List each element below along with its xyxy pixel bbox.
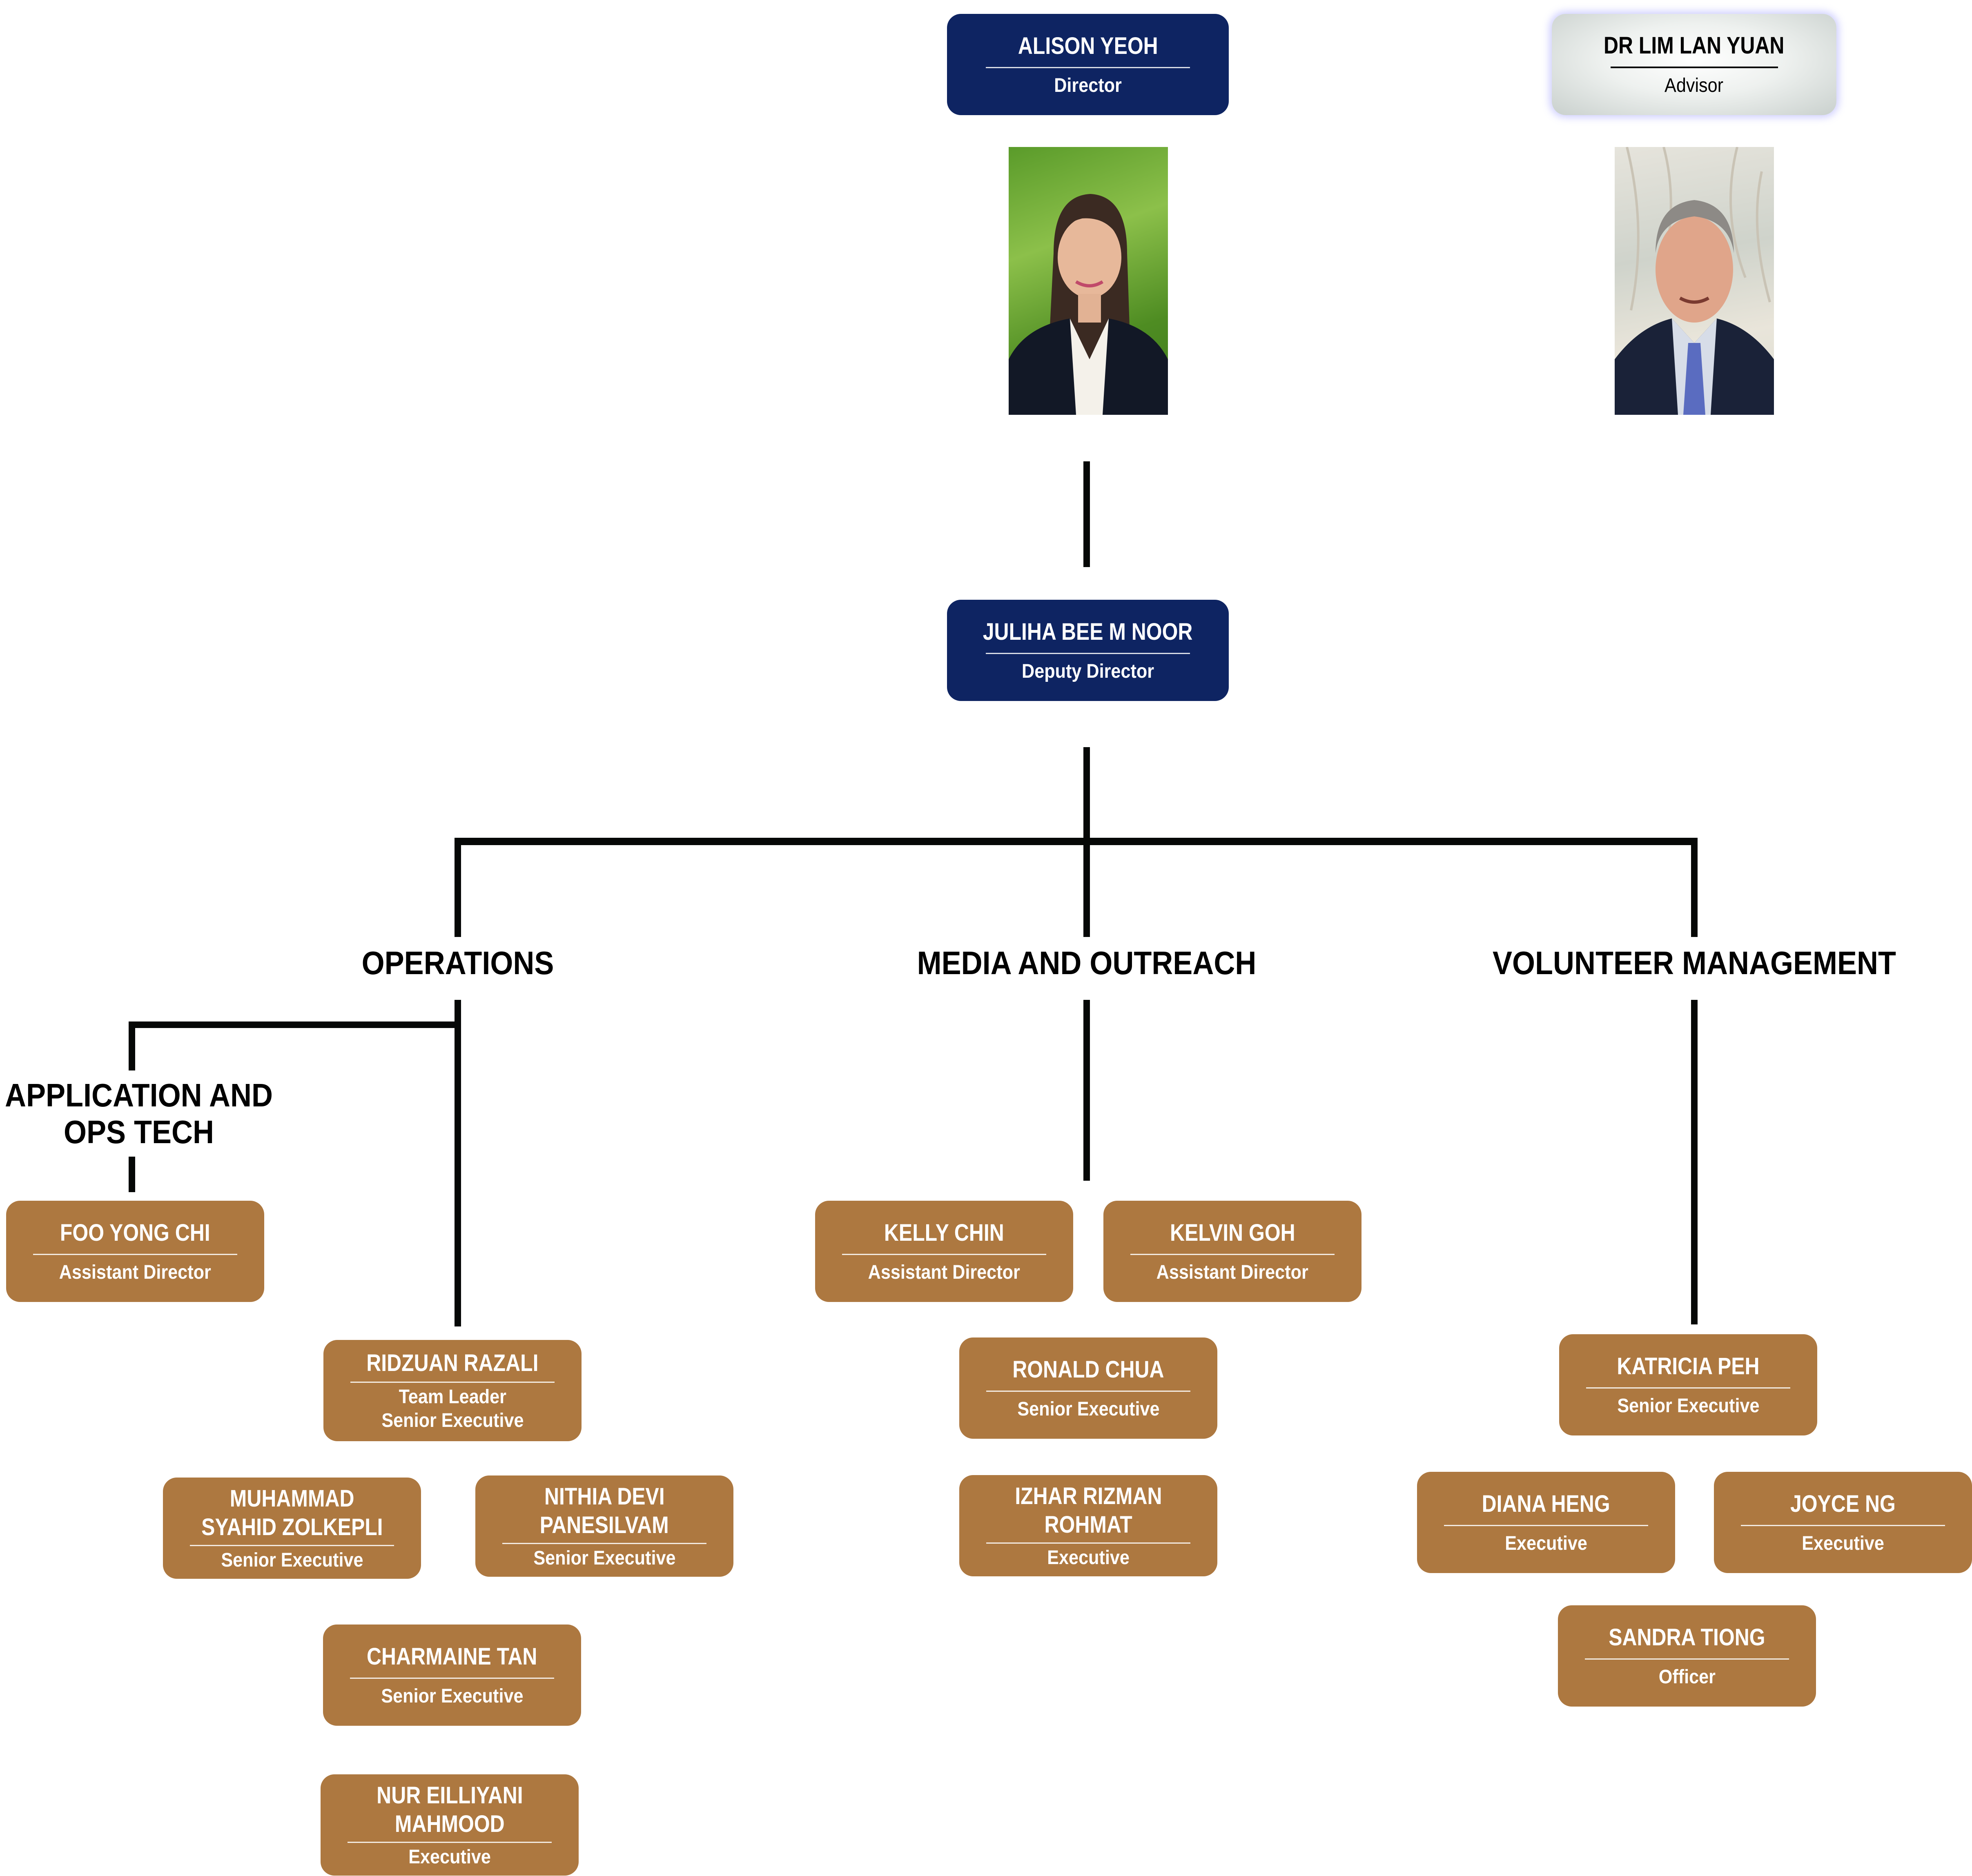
director-name: ALISON YEOH [1018, 32, 1158, 59]
person-card: JOYCE NG Executive [1714, 1472, 1972, 1573]
divider [986, 652, 1190, 654]
divider [350, 1677, 554, 1679]
person-name-line1: NUR EILLIYANI [376, 1782, 523, 1809]
person-name: FOO YONG CHI [60, 1219, 210, 1246]
person-card: KELVIN GOH Assistant Director [1103, 1201, 1361, 1302]
operations-heading: OPERATIONS [361, 945, 554, 981]
divider [33, 1253, 237, 1255]
connector-line [129, 1157, 135, 1192]
divider [986, 1542, 1190, 1544]
person-name-line2: PANESILVAM [540, 1511, 669, 1538]
advisor-portrait-icon [1615, 147, 1774, 415]
person-role-line2: Senior Executive [381, 1409, 524, 1431]
person-card: DIANA HENG Executive [1417, 1472, 1675, 1573]
divider [1130, 1253, 1335, 1255]
connector-line [455, 1000, 461, 1326]
person-card: KELLY CHIN Assistant Director [815, 1201, 1073, 1302]
divider [986, 67, 1190, 68]
connector-line [455, 838, 461, 937]
connector-line [129, 1021, 135, 1070]
person-role: Senior Executive [381, 1685, 524, 1707]
person-name-line1: NITHIA DEVI [544, 1483, 665, 1510]
person-role: Senior Executive [1617, 1395, 1760, 1417]
person-role: Executive [1802, 1532, 1884, 1554]
divider [842, 1253, 1046, 1255]
connector-line [1083, 1000, 1090, 1181]
director-photo [1009, 147, 1168, 415]
deputy-card: JULIHA BEE M NOOR Deputy Director [947, 600, 1229, 701]
person-card: FOO YONG CHI Assistant Director [6, 1201, 264, 1302]
divider [1585, 1658, 1789, 1660]
person-name: KELLY CHIN [884, 1219, 1004, 1246]
person-role: Senior Executive [221, 1549, 363, 1571]
divider [986, 1390, 1190, 1392]
deputy-name: JULIHA BEE M NOOR [983, 618, 1193, 645]
person-card: CHARMAINE TAN Senior Executive [323, 1625, 581, 1726]
volunteer-heading: VOLUNTEER MANAGEMENT [1492, 945, 1896, 981]
person-role-line1: Team Leader [399, 1386, 506, 1408]
director-card: ALISON YEOH Director [947, 14, 1229, 115]
person-role: Assistant Director [1156, 1261, 1309, 1283]
person-name: KATRICIA PEH [1617, 1353, 1760, 1380]
advisor-name: DR LIM LAN YUAN [1604, 32, 1785, 59]
app-ops-tech-heading-line1: APPLICATION AND [5, 1077, 273, 1113]
person-role: Executive [1047, 1547, 1130, 1569]
connector-line [455, 838, 1698, 845]
advisor-card: DR LIM LAN YUAN Advisor [1552, 14, 1836, 115]
connector-line [129, 1021, 461, 1028]
connector-line [1691, 1000, 1698, 1324]
person-name: KELVIN GOH [1170, 1219, 1295, 1246]
person-name: CHARMAINE TAN [367, 1643, 537, 1670]
person-card: MUHAMMAD SYAHID ZOLKEPLI Senior Executiv… [163, 1478, 421, 1579]
connector-line [1691, 838, 1698, 937]
person-card: RONALD CHUA Senior Executive [959, 1337, 1217, 1439]
person-card: KATRICIA PEH Senior Executive [1559, 1334, 1817, 1435]
person-role: Executive [1505, 1532, 1587, 1554]
advisor-photo [1615, 147, 1774, 415]
person-card: SANDRA TIONG Officer [1558, 1605, 1816, 1707]
person-role: Senior Executive [1017, 1398, 1160, 1420]
divider [348, 1841, 552, 1843]
divider [1444, 1524, 1648, 1526]
divider [1741, 1524, 1945, 1526]
person-name-line2: ROHMAT [1044, 1511, 1132, 1538]
person-role: Officer [1658, 1666, 1716, 1688]
divider [190, 1544, 394, 1546]
person-name-line2: SYAHID ZOLKEPLI [201, 1513, 383, 1540]
divider [1586, 1387, 1790, 1389]
person-role: Senior Executive [533, 1547, 676, 1569]
person-card: NITHIA DEVI PANESILVAM Senior Executive [475, 1475, 733, 1577]
person-name-line1: MUHAMMAD [230, 1485, 354, 1512]
deputy-role: Deputy Director [1021, 660, 1154, 682]
person-name-line2: MAHMOOD [394, 1810, 505, 1837]
person-name: JOYCE NG [1790, 1490, 1896, 1517]
connector-line [1083, 461, 1090, 567]
app-ops-tech-heading-line2: OPS TECH [63, 1114, 214, 1150]
person-name: SANDRA TIONG [1609, 1624, 1765, 1651]
person-card: NUR EILLIYANI MAHMOOD Executive [321, 1774, 579, 1876]
person-name: DIANA HENG [1482, 1490, 1611, 1517]
media-heading: MEDIA AND OUTREACH [917, 945, 1257, 981]
divider [502, 1542, 706, 1544]
person-name: RIDZUAN RAZALI [366, 1349, 539, 1376]
person-name-line1: IZHAR RIZMAN [1014, 1482, 1162, 1509]
director-portrait-icon [1009, 194, 1168, 415]
director-role: Director [1054, 74, 1122, 96]
advisor-role: Advisor [1665, 75, 1724, 96]
person-role: Assistant Director [868, 1261, 1021, 1283]
person-role: Assistant Director [59, 1261, 212, 1283]
divider [1610, 67, 1778, 68]
person-name: RONALD CHUA [1012, 1356, 1164, 1383]
person-card: RIDZUAN RAZALI Team Leader Senior Execut… [323, 1340, 582, 1441]
divider [350, 1381, 555, 1383]
person-role: Executive [408, 1846, 491, 1868]
person-card: IZHAR RIZMAN ROHMAT Executive [959, 1475, 1217, 1576]
